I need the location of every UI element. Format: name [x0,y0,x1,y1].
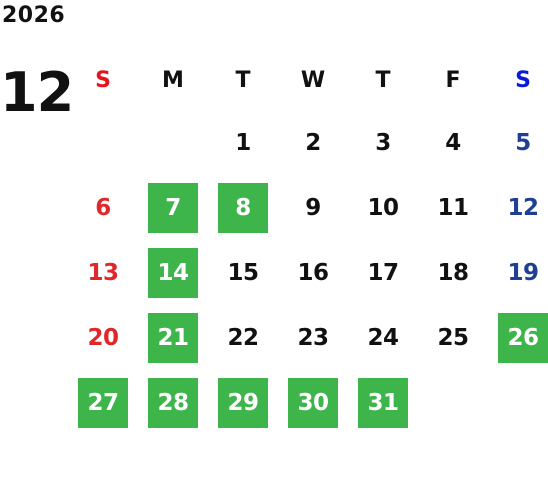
day-cell-24[interactable]: 24 [348,305,418,370]
day-cell-15[interactable]: 15 [208,240,278,305]
day-number: 21 [148,312,198,363]
day-cell-1[interactable]: 1 [208,110,278,175]
day-number: 2 [305,129,321,156]
day-cell-30[interactable]: 30 [278,370,348,435]
day-number: 16 [297,259,329,286]
weekday-header-thu: T [375,67,391,93]
day-number: 23 [297,324,329,351]
day-cell-31[interactable]: 31 [348,370,418,435]
day-number: 14 [148,247,198,298]
year-label: 2026 [2,3,66,28]
day-number: 29 [218,377,268,428]
day-cell-28[interactable]: 28 [138,370,208,435]
day-cell-19[interactable]: 19 [488,240,548,305]
day-cell-25[interactable]: 25 [418,305,488,370]
weekday-header-mon: M [162,67,184,93]
weekday-header-sun: S [95,67,111,93]
day-cell-11[interactable]: 11 [418,175,488,240]
day-number: 7 [148,182,198,233]
day-number: 30 [288,377,338,428]
day-number: 1 [235,129,251,156]
day-cell-5[interactable]: 5 [488,110,548,175]
day-number: 6 [95,194,111,221]
day-cell-22[interactable]: 22 [208,305,278,370]
day-cell-16[interactable]: 16 [278,240,348,305]
day-number: 19 [507,259,539,286]
day-cell-8[interactable]: 8 [208,175,278,240]
day-number: 15 [227,259,259,286]
day-cell-21[interactable]: 21 [138,305,208,370]
day-cell-6[interactable]: 6 [68,175,138,240]
day-number: 20 [87,324,119,351]
day-cell-9[interactable]: 9 [278,175,348,240]
day-cell-17[interactable]: 17 [348,240,418,305]
weekday-header-fri: F [445,67,461,93]
day-cell-12[interactable]: 12 [488,175,548,240]
day-number: 31 [358,377,408,428]
day-number: 5 [515,129,531,156]
day-cell-14[interactable]: 14 [138,240,208,305]
day-number: 22 [227,324,259,351]
day-cell-26[interactable]: 26 [488,305,548,370]
day-number: 3 [375,129,391,156]
weekday-header-sat: S [515,67,531,93]
day-cell-20[interactable]: 20 [68,305,138,370]
empty-day-cell [68,110,138,175]
day-cell-4[interactable]: 4 [418,110,488,175]
day-cell-10[interactable]: 10 [348,175,418,240]
day-number: 27 [78,377,128,428]
day-number: 4 [445,129,461,156]
day-number: 28 [148,377,198,428]
day-number: 17 [367,259,399,286]
day-number: 13 [87,259,119,286]
day-cell-13[interactable]: 13 [68,240,138,305]
day-number: 9 [305,194,321,221]
month-label: 12 [0,61,74,124]
day-cell-29[interactable]: 29 [208,370,278,435]
day-cell-27[interactable]: 27 [68,370,138,435]
day-cell-7[interactable]: 7 [138,175,208,240]
day-number: 24 [367,324,399,351]
day-number: 25 [437,324,469,351]
day-cell-3[interactable]: 3 [348,110,418,175]
empty-day-cell [138,110,208,175]
day-number: 18 [437,259,469,286]
day-number: 26 [498,312,548,363]
day-cell-2[interactable]: 2 [278,110,348,175]
day-cell-23[interactable]: 23 [278,305,348,370]
weekday-header-wed: W [300,67,326,93]
day-number: 10 [367,194,399,221]
day-number: 8 [218,182,268,233]
day-number: 12 [507,194,539,221]
weekday-header-tue: T [235,67,251,93]
day-number: 11 [437,194,469,221]
day-cell-18[interactable]: 18 [418,240,488,305]
